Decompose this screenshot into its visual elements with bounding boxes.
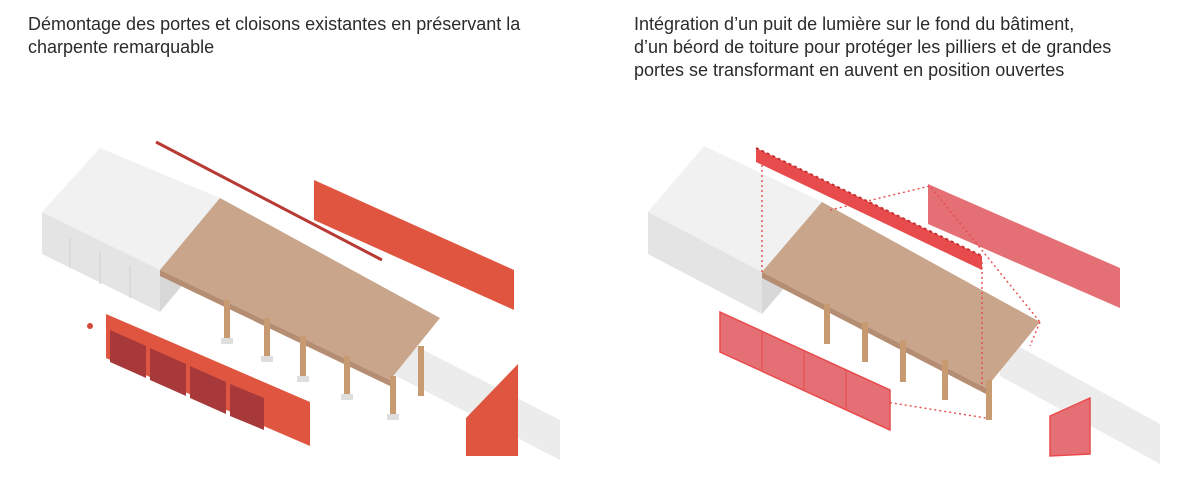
caption-integration-line-2: d’un béord de toiture pour protéger les …: [634, 37, 1112, 57]
demolition-axonometric: [42, 140, 560, 460]
timber-posts: [824, 304, 992, 420]
removed-fragment: [87, 323, 93, 329]
removed-rear-wall: [314, 180, 514, 310]
removed-gable-panel: [466, 364, 518, 456]
caption-integration-line-1: Intégration d’un puit de lumière sur le …: [634, 14, 1075, 34]
new-pivot-doors: [719, 310, 891, 432]
timber-roof-edge: [762, 272, 986, 394]
caption-integration: Intégration d’un puit de lumière sur le …: [634, 13, 1182, 82]
ground-strip: [1000, 336, 1160, 464]
timber-roof: [160, 198, 440, 380]
timber-roof-edge: [160, 270, 390, 386]
timber-posts: [224, 300, 424, 416]
caption-demolition: Démontage des portes et cloisons existan…: [28, 14, 521, 57]
rear-translucent-wall: [928, 184, 1120, 308]
skylight-ridge: [755, 147, 983, 270]
removed-front-doors: [106, 314, 310, 446]
new-gable-door: [1049, 396, 1091, 457]
removed-beam: [155, 140, 383, 262]
caption-integration-line-3: portes se transformant en auvent en posi…: [634, 60, 1065, 80]
post-footings: [221, 338, 399, 420]
timber-roof: [762, 202, 1040, 388]
integration-axonometric: [648, 146, 1160, 464]
